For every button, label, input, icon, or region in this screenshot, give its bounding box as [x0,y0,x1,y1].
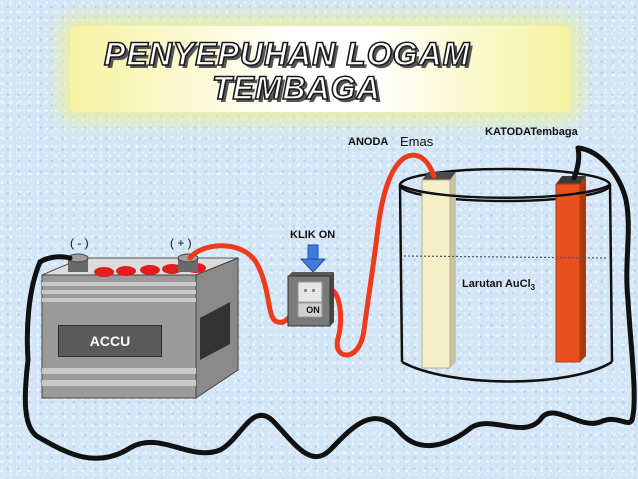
switch-state-label[interactable]: ON [306,305,320,315]
beaker-bottom [401,360,613,383]
solution-label-text: Larutan AuCl [462,278,531,290]
anode-metal-label: Emas [400,134,434,149]
negative-terminal [67,253,89,272]
cathode-wire [571,145,582,181]
solution-label: Larutan AuCl3 [462,278,535,292]
negative-wire [37,254,73,265]
beaker-right-wall [608,184,614,363]
negative-terminal-label: ( - ) [70,236,89,250]
circuit-wire [22,145,637,461]
anode-label: ANODA [348,136,389,148]
page-title: PENYEPUHAN LOGAM [103,35,471,73]
anode-wire [319,152,437,358]
anode-electrode [421,172,456,369]
arrow-down-icon [299,244,327,273]
cathode-label: KATODATembaga [485,126,578,138]
positive-terminal-label: ( + ) [170,236,192,250]
klik-on-instruction: KLIK ON [290,229,336,241]
on-switch[interactable] [287,272,334,327]
solution-label-subscript: 3 [530,283,536,293]
title-banner [70,26,570,112]
battery-label: ACCU [58,325,162,357]
solution-level-line [403,255,607,259]
beaker-left-wall [398,184,404,363]
page-title-line2: TEMBAGA [211,69,381,107]
beaker-front-rim [399,183,611,199]
battery-cell-caps [94,263,206,277]
cathode-electrode [555,176,586,363]
